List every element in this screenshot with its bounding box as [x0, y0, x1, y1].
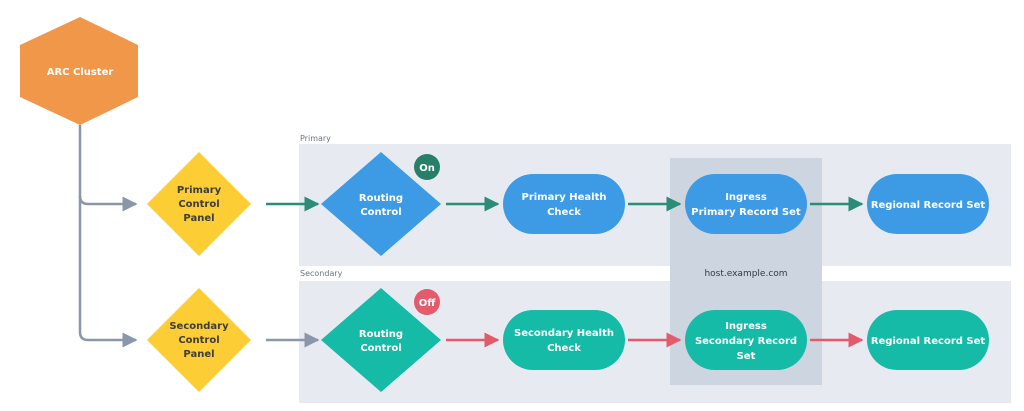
svg-text:Primary: Primary: [177, 185, 222, 196]
cluster-to-secondary-connector: [78, 196, 138, 348]
svg-text:Check: Check: [547, 207, 581, 218]
arc-cluster-node: ARC Cluster: [20, 17, 138, 125]
svg-text:On: On: [419, 163, 435, 174]
svg-text:Secondary Health: Secondary Health: [514, 328, 614, 339]
svg-text:Primary Record Set: Primary Record Set: [691, 207, 801, 218]
svg-text:Secondary: Secondary: [169, 321, 229, 332]
off-status-badge: Off: [414, 289, 440, 315]
svg-text:Routing: Routing: [359, 329, 403, 340]
primary-ingress-record-set-node: Ingress Primary Record Set: [685, 174, 807, 234]
svg-text:Off: Off: [419, 298, 437, 309]
svg-text:Primary Health: Primary Health: [521, 192, 606, 203]
svg-text:Set: Set: [737, 351, 756, 362]
svg-text:Ingress: Ingress: [725, 321, 767, 332]
secondary-health-check-node: Secondary Health Check: [503, 310, 625, 370]
svg-text:Secondary Record: Secondary Record: [695, 336, 797, 347]
svg-text:Control: Control: [178, 199, 219, 210]
svg-text:Ingress: Ingress: [725, 192, 767, 203]
secondary-routing-control-node: Routing Control: [321, 288, 441, 392]
secondary-ingress-record-set-node: Ingress Secondary Record Set: [685, 310, 807, 370]
svg-text:Panel: Panel: [183, 213, 214, 224]
primary-control-panel-node: Primary Control Panel: [147, 152, 251, 256]
primary-regional-record-set-node: Regional Record Set: [867, 174, 989, 234]
secondary-control-panel-node: Secondary Control Panel: [147, 288, 251, 392]
svg-text:Regional Record Set: Regional Record Set: [871, 200, 986, 211]
primary-health-check-node: Primary Health Check: [503, 174, 625, 234]
secondary-regional-record-set-node: Regional Record Set: [867, 310, 989, 370]
svg-text:Panel: Panel: [183, 349, 214, 360]
host-label: host.example.com: [704, 269, 787, 279]
primary-routing-control-node: Routing Control: [321, 152, 441, 256]
svg-text:Regional Record Set: Regional Record Set: [871, 336, 986, 347]
svg-text:ARC Cluster: ARC Cluster: [47, 67, 114, 78]
svg-text:Control: Control: [360, 343, 401, 354]
svg-text:Check: Check: [547, 343, 581, 354]
on-status-badge: On: [414, 154, 440, 180]
svg-text:Control: Control: [360, 207, 401, 218]
svg-text:Routing: Routing: [359, 193, 403, 204]
primary-lane-label: Primary: [300, 134, 331, 143]
svg-text:Control: Control: [178, 335, 219, 346]
secondary-lane-label: Secondary: [300, 269, 343, 278]
cluster-to-primary-connector: [78, 125, 138, 212]
